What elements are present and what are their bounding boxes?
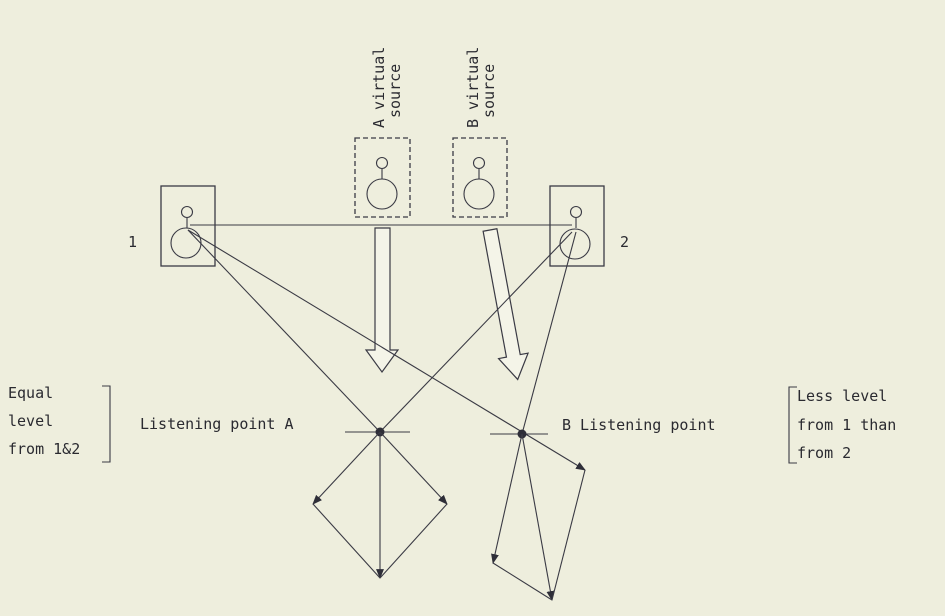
right-bracket xyxy=(788,386,797,464)
right-note-line-3: from 2 xyxy=(797,444,851,462)
speaker-2-label: 2 xyxy=(620,233,629,251)
ray-2-to-a xyxy=(379,231,573,433)
right-note: Less level from 1 than from 2 xyxy=(788,386,896,464)
vector-b-sum xyxy=(521,433,555,601)
left-note-line-1: Equal xyxy=(8,384,53,402)
vector-a-left xyxy=(312,431,381,505)
parallelogram-a-left xyxy=(312,503,381,579)
parallelogram-b-bottom xyxy=(492,562,553,601)
left-bracket xyxy=(102,385,111,463)
speaker-1 xyxy=(160,185,216,267)
virtual-source-a-label-2: source xyxy=(386,64,404,118)
virtual-source-b xyxy=(452,137,508,218)
virtual-source-a-label-1: A virtual xyxy=(370,47,388,128)
parallelogram-a-right xyxy=(379,503,448,579)
virtual-arrow-a xyxy=(364,227,400,374)
right-note-line-2: from 1 than xyxy=(797,416,896,434)
listening-point-a-label: Listening point A xyxy=(140,415,294,433)
right-note-line-1: Less level xyxy=(797,387,887,405)
listening-point-b-label: B Listening point xyxy=(562,416,716,434)
vector-a-right xyxy=(379,431,448,505)
virtual-source-b-label-2: source xyxy=(480,64,498,118)
ray-1-to-b xyxy=(187,229,586,471)
speaker-1-label: 1 xyxy=(128,233,137,251)
vector-b-small xyxy=(491,433,523,564)
ray-2-to-b xyxy=(521,231,577,435)
virtual-source-b-label-1: B virtual xyxy=(464,47,482,128)
left-note: Equal level from 1&2 xyxy=(8,384,111,463)
ray-1-to-a xyxy=(187,229,381,433)
parallelogram-b-right xyxy=(551,469,586,601)
virtual-arrow-b xyxy=(482,228,530,381)
virtual-source-a xyxy=(354,137,411,218)
speaker-2 xyxy=(549,185,605,267)
left-note-line-3: from 1&2 xyxy=(8,440,80,458)
left-note-line-2: level xyxy=(8,412,53,430)
